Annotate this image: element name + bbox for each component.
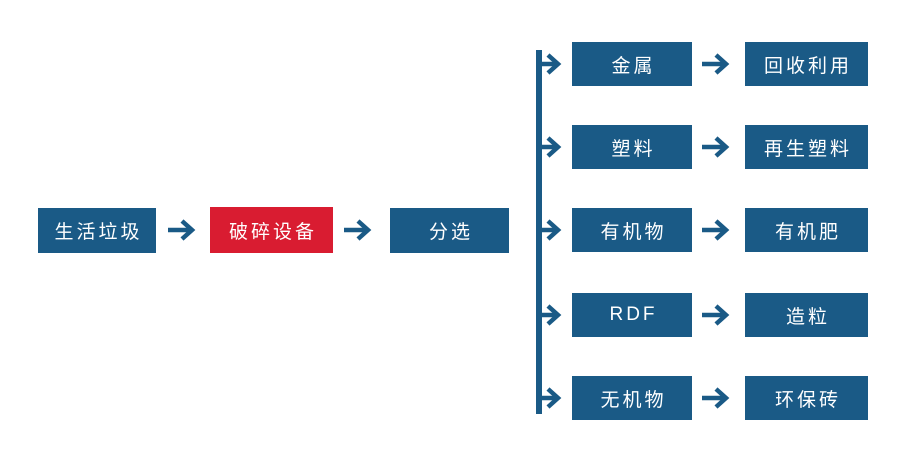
arrow-right-icon [700, 133, 734, 161]
arrow-right-icon [700, 301, 734, 329]
branch-node-inorganic: 无机物 [572, 376, 692, 420]
result-node-granulation: 造粒 [745, 293, 868, 337]
flow-node-household-waste: 生活垃圾 [38, 208, 156, 253]
branch-node-metal: 金属 [572, 42, 692, 86]
arrow-right-icon [342, 216, 376, 244]
branch-arrow-icon [536, 384, 566, 412]
branch-arrow-icon [536, 301, 566, 329]
flow-node-crushing-equipment: 破碎设备 [210, 207, 333, 253]
flow-node-sorting: 分选 [390, 208, 509, 253]
branch-node-organic: 有机物 [572, 208, 692, 252]
arrow-right-icon [700, 216, 734, 244]
result-node-recycling: 回收利用 [745, 42, 868, 86]
branch-arrow-icon [536, 133, 566, 161]
branch-node-rdf: RDF [572, 293, 692, 337]
branch-arrow-icon [536, 216, 566, 244]
result-node-organic-fertilizer: 有机肥 [745, 208, 868, 252]
arrow-right-icon [700, 50, 734, 78]
arrow-right-icon [166, 216, 200, 244]
result-node-eco-brick: 环保砖 [745, 376, 868, 420]
arrow-right-icon [700, 384, 734, 412]
branch-arrow-icon [536, 50, 566, 78]
branch-node-plastic: 塑料 [572, 125, 692, 169]
result-node-recycled-plastic: 再生塑料 [745, 125, 868, 169]
